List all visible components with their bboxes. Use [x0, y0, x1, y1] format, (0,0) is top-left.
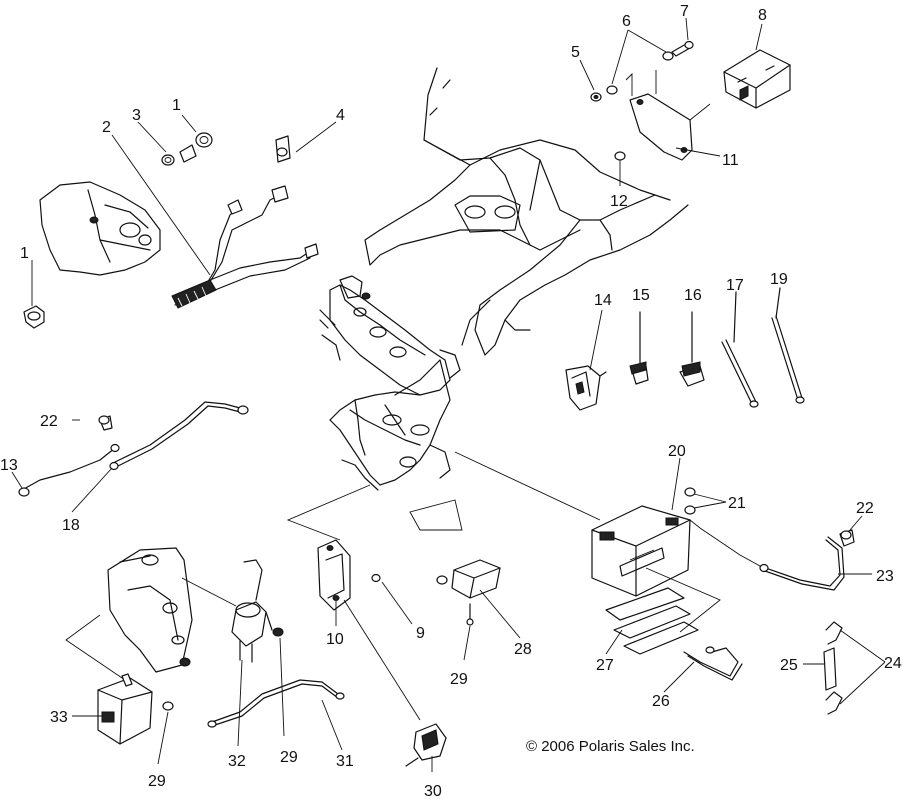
bulb: [179, 132, 213, 163]
callout-11: 11: [722, 152, 739, 169]
switch-part-30: [405, 723, 447, 767]
callout-17: 17: [726, 277, 744, 294]
callout-31: 31: [336, 753, 354, 770]
callout-28: 28: [514, 641, 532, 658]
connector-part-4: [275, 135, 291, 163]
clip-part-14: [565, 365, 607, 411]
callout-27: 27: [596, 657, 614, 674]
callout-24: 24: [884, 655, 902, 672]
callout-labels: 1 2 3 4 1 5 6 7 8 11 12 14 15 16 17 19 2…: [0, 3, 902, 800]
callout-7: 7: [680, 3, 689, 20]
callout-14: 14: [594, 292, 612, 309]
tie-strap-19: [771, 287, 805, 404]
battery-cable-23: [759, 536, 845, 591]
callout-22-right: 22: [856, 500, 874, 517]
tie-strap-17: [721, 291, 759, 408]
bracket-part-11: [625, 70, 711, 161]
callout-10: 10: [326, 631, 344, 648]
relay-part-8: [723, 49, 791, 109]
harness-wrap: [171, 279, 217, 309]
callout-12: 12: [610, 193, 628, 210]
callout-23: 23: [876, 568, 894, 585]
module-part-33: [97, 673, 153, 745]
screw-part-12: [614, 151, 626, 161]
callout-20: 20: [668, 443, 686, 460]
battery-part-20: [591, 505, 761, 597]
callout-3: 3: [132, 107, 141, 124]
bulb-socket-lower: [23, 305, 45, 329]
latch-part-25: [823, 647, 837, 691]
callout-9: 9: [416, 625, 425, 642]
ground-strap-13: [18, 443, 120, 497]
callout-30: 30: [424, 783, 442, 800]
screw-part-9: [371, 573, 381, 583]
callout-33: 33: [50, 709, 68, 726]
nut-part-5: [590, 92, 602, 102]
wiring-harness: [171, 185, 319, 309]
screw-part-22-left: [98, 415, 113, 431]
callout-1-left: 1: [20, 245, 29, 262]
leader-lines: [11, 17, 886, 772]
screw-part-29-left: [162, 701, 174, 711]
bolt-part-7: [671, 40, 694, 57]
callout-19: 19: [770, 271, 788, 288]
callout-16: 16: [684, 287, 702, 304]
callout-5: 5: [571, 44, 580, 61]
headlight-housing: [39, 181, 161, 276]
wire-part-18: [109, 401, 249, 471]
callout-4: 4: [336, 107, 345, 124]
callout-1-top: 1: [172, 97, 181, 114]
battery-screws-21: [684, 487, 696, 515]
callout-26: 26: [652, 693, 670, 710]
frame-assembly: [286, 67, 689, 541]
callout-29-mid: 29: [450, 671, 468, 688]
callout-25: 25: [780, 657, 798, 674]
screw-part-29-mid: [466, 603, 474, 626]
callout-15: 15: [632, 287, 650, 304]
clamp-part-15: [629, 311, 649, 385]
module-part-28: [436, 559, 501, 599]
callout-29-left: 29: [148, 773, 166, 790]
battery-pad-27: [605, 567, 721, 655]
bracket-assembly: [65, 547, 237, 681]
clamp-part-16: [679, 311, 705, 387]
battery-strap-26: [683, 646, 743, 681]
callout-6: 6: [622, 13, 631, 30]
relay-bracket-10: [317, 539, 421, 721]
horn-part-32: [231, 559, 273, 663]
copyright-notice: © 2006 Polaris Sales Inc.: [526, 738, 695, 755]
callout-21: 21: [728, 495, 746, 512]
callout-29-center: 29: [280, 749, 298, 766]
washer-part-6: [606, 51, 674, 95]
callout-2: 2: [102, 119, 111, 136]
callout-18: 18: [62, 517, 80, 534]
callout-13: 13: [0, 457, 18, 474]
callout-32: 32: [228, 753, 246, 770]
screw-part-22-right: [839, 529, 855, 547]
callout-8: 8: [758, 7, 767, 24]
wire-part-31: [207, 679, 345, 728]
callout-22-left: 22: [40, 413, 58, 430]
screw-part-29-center: [272, 627, 284, 637]
grommet: [161, 154, 175, 166]
latch-part-24: [825, 621, 843, 715]
